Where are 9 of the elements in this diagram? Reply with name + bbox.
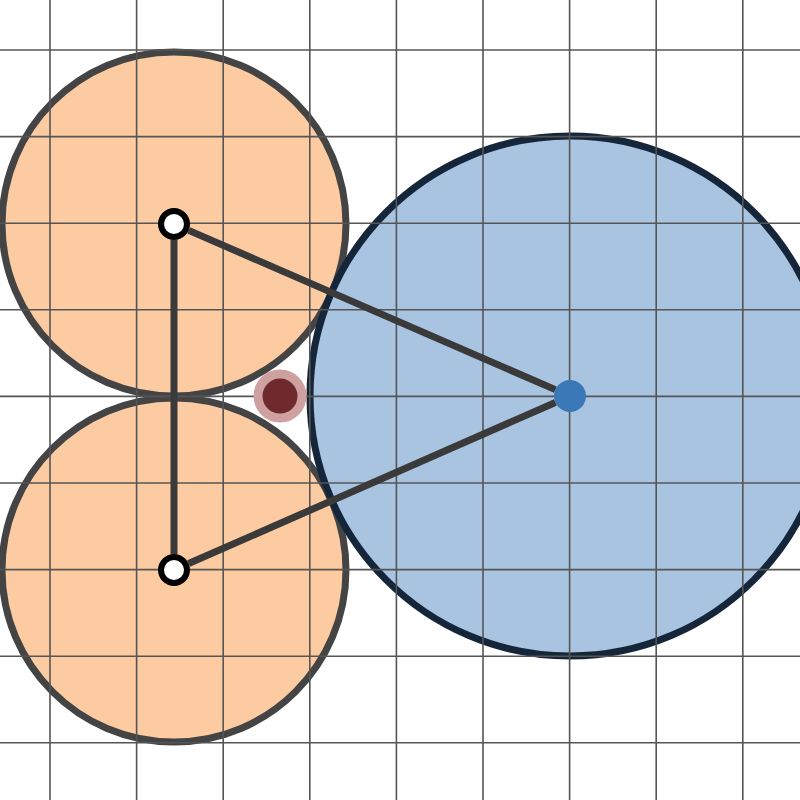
center-dot [158, 554, 190, 586]
line [187, 399, 557, 567]
circle [306, 132, 800, 660]
line [170, 240, 178, 554]
circle [0, 394, 350, 746]
small-circle [253, 369, 307, 423]
line [187, 227, 557, 393]
center-dot [158, 208, 190, 240]
center-dot [554, 380, 586, 412]
